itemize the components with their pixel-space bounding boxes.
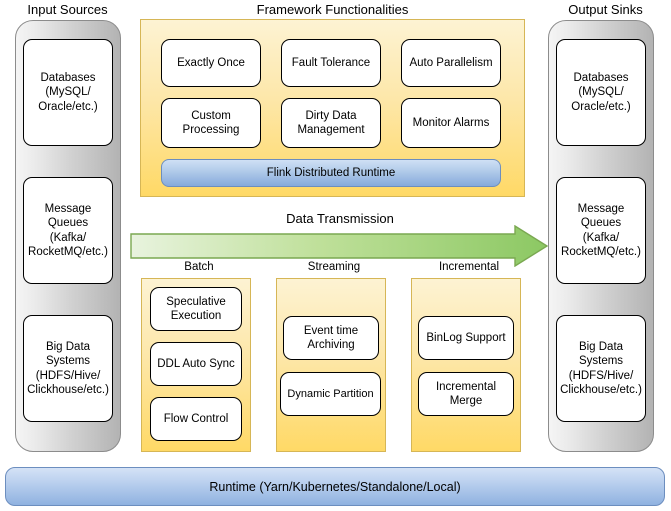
data-transmission-label: Data Transmission [286,211,394,226]
batch-item-speculative-execution[interactable]: Speculative Execution [150,287,242,331]
speculative-execution-line-2: Execution [170,310,222,322]
input-databases-line-1: Databases [40,71,96,84]
input-bigdata-line-4: Clickhouse/etc.) [27,384,109,396]
framework-feature-custom-processing[interactable]: Custom Processing [161,98,261,148]
output-bigdata-line-2: Systems [578,355,624,367]
batch-item-ddl-auto-sync[interactable]: DDL Auto Sync [150,342,242,386]
output-mq-line-4: RocketMQ/etc.) [561,246,641,258]
framework-feature-monitor-alarms[interactable]: Monitor Alarms [401,98,501,148]
framework-heading: Framework Functionalities [256,2,409,17]
input-mq-line-2: Queues [47,217,89,229]
input-source-message-queues[interactable]: Message Queues (Kafka/ RocketMQ/etc.) [23,177,113,284]
batch-item-flow-control[interactable]: Flow Control [150,397,242,441]
framework-feature-exactly-once[interactable]: Exactly Once [161,39,261,87]
framework-feature-dirty-data-management[interactable]: Dirty Data Management [281,98,381,148]
custom-processing-line-2: Processing [182,124,240,136]
input-databases-line-3: Oracle/etc.) [38,100,98,113]
flink-distributed-runtime-bar[interactable]: Flink Distributed Runtime [161,159,501,187]
input-source-big-data-systems[interactable]: Big Data Systems (HDFS/Hive/ Clickhouse/… [23,315,113,422]
dirty-data-line-1: Dirty Data [305,109,357,122]
event-time-archiving-line-2: Archiving [307,339,355,351]
output-sink-big-data-systems[interactable]: Big Data Systems (HDFS/Hive/ Clickhouse/… [556,315,646,422]
speculative-execution-line-1: Speculative [166,295,226,308]
output-databases-line-3: Oracle/etc.) [571,100,631,113]
incremental-column-title: Incremental [438,261,500,273]
input-bigdata-line-2: Systems [45,355,91,367]
runtime-bar[interactable]: Runtime (Yarn/Kubernetes/Standalone/Loca… [5,467,665,506]
incremental-column-panel [411,278,521,452]
input-sources-heading: Input Sources [27,2,108,17]
input-mq-line-4: RocketMQ/etc.) [28,246,108,258]
output-sink-message-queues[interactable]: Message Queues (Kafka/ RocketMQ/etc.) [556,177,646,284]
streaming-item-event-time-archiving[interactable]: Event time Archiving [283,316,379,360]
custom-processing-line-1: Custom [191,109,231,122]
input-bigdata-line-3: (HDFS/Hive/ [35,369,101,382]
input-bigdata-line-1: Big Data [45,340,91,353]
framework-feature-fault-tolerance[interactable]: Fault Tolerance [281,39,381,87]
batch-column-title: Batch [184,261,214,273]
streaming-column-title: Streaming [307,261,361,273]
incremental-merge-line-2: Merge [449,395,483,407]
streaming-item-dynamic-partition[interactable]: Dynamic Partition [280,372,381,416]
input-mq-line-3: (Kafka/ [49,231,87,244]
streaming-column-panel [276,278,386,452]
framework-feature-auto-parallelism[interactable]: Auto Parallelism [401,39,501,87]
event-time-archiving-line-1: Event time [303,324,359,337]
output-databases-line-2: (MySQL/ [578,86,624,99]
incremental-merge-line-1: Incremental [435,380,497,393]
output-databases-line-1: Databases [573,71,629,84]
dirty-data-line-2: Management [297,124,365,136]
output-bigdata-line-1: Big Data [578,340,624,353]
output-bigdata-line-4: Clickhouse/etc.) [560,384,642,396]
output-mq-line-3: (Kafka/ [582,231,620,244]
input-mq-line-1: Message [44,202,92,215]
incremental-item-incremental-merge[interactable]: Incremental Merge [418,372,514,416]
input-source-databases[interactable]: Databases (MySQL/ Oracle/etc.) [23,39,113,146]
input-databases-line-2: (MySQL/ [45,86,91,99]
output-sinks-heading: Output Sinks [568,2,643,17]
output-mq-line-1: Message [577,202,625,215]
output-mq-line-2: Queues [580,217,622,229]
output-sink-databases[interactable]: Databases (MySQL/ Oracle/etc.) [556,39,646,146]
incremental-item-binlog-support[interactable]: BinLog Support [418,316,514,360]
output-bigdata-line-3: (HDFS/Hive/ [568,369,634,382]
